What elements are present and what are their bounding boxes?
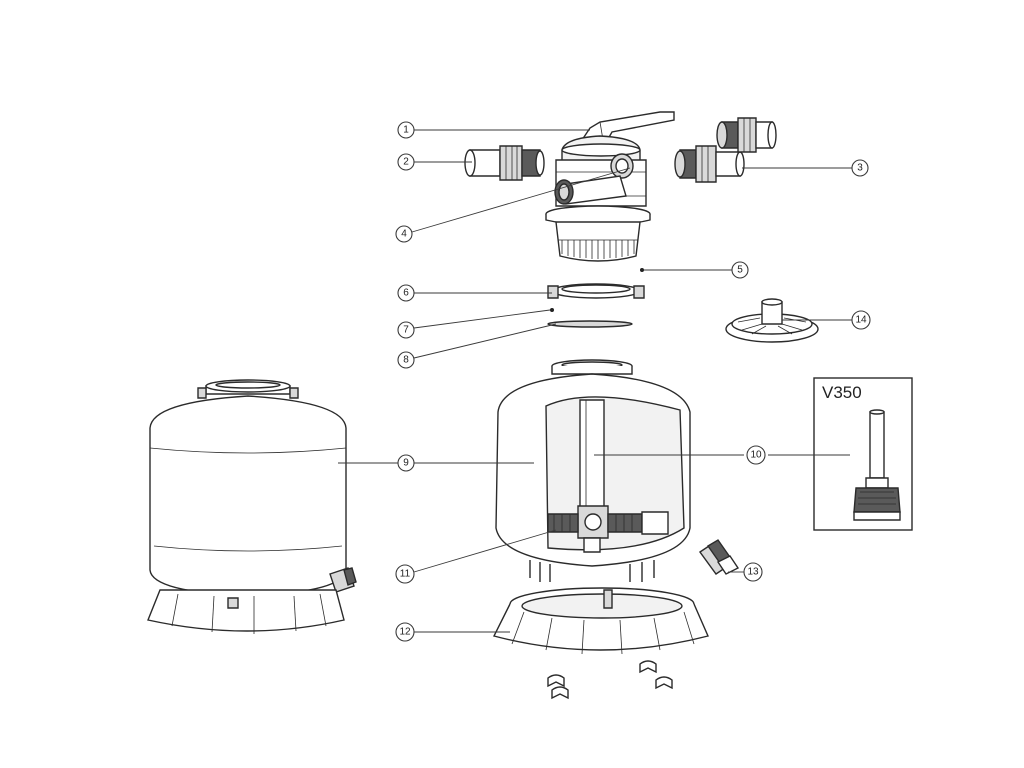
callout-number: 8 [403, 355, 409, 366]
callout-number: 12 [399, 627, 411, 638]
filter-tank-cutaway [495, 359, 691, 582]
callout-number: 4 [401, 229, 407, 240]
union-connector-left [464, 145, 545, 181]
callout-5: 5 [644, 261, 749, 279]
union-connector-right-upper [716, 117, 777, 153]
tank-base [492, 587, 709, 655]
callout-number: 13 [747, 567, 759, 578]
callout-number: 10 [750, 450, 762, 461]
drain-fitting [699, 539, 740, 575]
union-connector-right-lower [674, 145, 745, 183]
callout-13: 13 [728, 562, 763, 582]
callout-number: 3 [857, 163, 863, 174]
callout-2: 2 [397, 153, 472, 171]
callout-9: 9 [338, 454, 534, 472]
callout-number: 14 [855, 315, 867, 326]
callout-10: 10 [594, 445, 850, 465]
callout-14: 14 [782, 310, 871, 330]
bolt-part [550, 308, 554, 312]
mounting-clips [547, 660, 673, 700]
callout-8: 8 [397, 323, 557, 369]
callout-number: 7 [403, 325, 409, 336]
inset-model-label: V350 [822, 383, 862, 402]
v350-inset: V350 [813, 377, 913, 531]
screw-part [640, 268, 644, 272]
callout-number: 1 [403, 125, 409, 136]
callout-number: 2 [403, 157, 409, 168]
callout-7: 7 [397, 309, 551, 339]
diffuser [725, 298, 819, 343]
o-ring [547, 320, 633, 328]
callout-12: 12 [395, 622, 510, 642]
callout-number: 5 [737, 265, 743, 276]
filter-tank-left [147, 379, 357, 634]
callout-4: 4 [395, 167, 631, 243]
callout-number: 6 [403, 288, 409, 299]
clamp-ring [547, 283, 645, 299]
callout-3: 3 [742, 159, 869, 177]
callout-number: 9 [403, 458, 409, 469]
callout-6: 6 [397, 284, 552, 302]
callout-1: 1 [397, 121, 590, 139]
callout-number: 11 [400, 569, 411, 580]
callout-11: 11 [395, 529, 557, 584]
multiport-valve [545, 111, 675, 262]
